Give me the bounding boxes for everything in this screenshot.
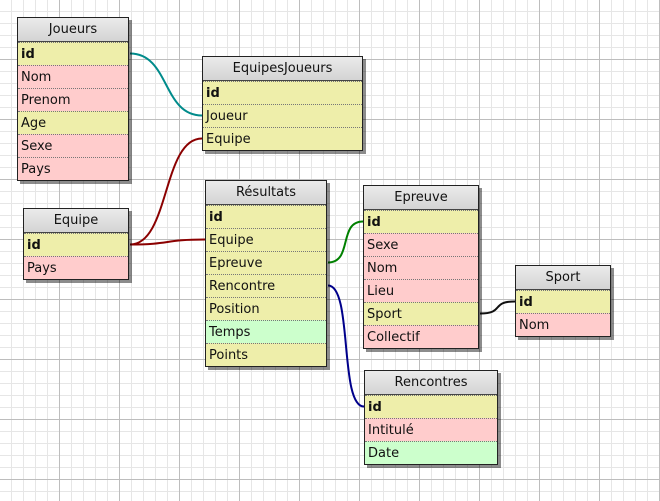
field-rencontre[interactable]: Rencontre — [206, 274, 326, 297]
field-position[interactable]: Position — [206, 297, 326, 320]
field-pays[interactable]: Pays — [18, 157, 128, 180]
table-title: Rencontres — [365, 371, 497, 395]
field-collectif[interactable]: Collectif — [364, 325, 478, 348]
field-id[interactable]: id — [364, 210, 478, 233]
field-equipe[interactable]: Equipe — [206, 228, 326, 251]
field-pays[interactable]: Pays — [24, 256, 128, 279]
field-temps[interactable]: Temps — [206, 320, 326, 343]
table-epreuve[interactable]: Epreuve id Sexe Nom Lieu Sport Collectif — [363, 185, 479, 349]
link-joueurs-id-to-equipesjoueurs-Joueur — [129, 52, 203, 117]
field-lieu[interactable]: Lieu — [364, 279, 478, 302]
field-age[interactable]: Age — [18, 111, 128, 134]
table-title: Equipe — [24, 209, 128, 233]
table-title: Sport — [516, 266, 610, 290]
link-equipe-id-to-equipesjoueurs-Equipe — [129, 137, 203, 246]
field-equipe[interactable]: Equipe — [203, 127, 362, 150]
table-joueurs[interactable]: Joueurs id Nom Prenom Age Sexe Pays — [17, 17, 129, 181]
link-equipe-id-to-resultats-Equipe — [129, 238, 206, 246]
table-title: Résultats — [206, 181, 326, 205]
link-resultats-Rencontre-to-rencontres-id — [327, 284, 365, 408]
table-title: Epreuve — [364, 186, 478, 210]
field-id[interactable]: id — [365, 395, 497, 418]
link-epreuve-Sport-to-sport-id — [479, 300, 516, 315]
field-id[interactable]: id — [516, 290, 610, 313]
field-intitule[interactable]: Intitulé — [365, 418, 497, 441]
field-sport[interactable]: Sport — [364, 302, 478, 325]
field-nom[interactable]: Nom — [364, 256, 478, 279]
table-resultats[interactable]: Résultats id Equipe Epreuve Rencontre Po… — [205, 180, 327, 367]
table-rencontres[interactable]: Rencontres id Intitulé Date — [364, 370, 498, 465]
table-sport[interactable]: Sport id Nom — [515, 265, 611, 337]
field-prenom[interactable]: Prenom — [18, 88, 128, 111]
field-id[interactable]: id — [24, 233, 128, 256]
field-id[interactable]: id — [18, 42, 128, 65]
table-title: Joueurs — [18, 18, 128, 42]
field-nom[interactable]: Nom — [516, 313, 610, 336]
field-points[interactable]: Points — [206, 343, 326, 366]
field-id[interactable]: id — [206, 205, 326, 228]
field-joueur[interactable]: Joueur — [203, 104, 362, 127]
table-equipe[interactable]: Equipe id Pays — [23, 208, 129, 280]
field-epreuve[interactable]: Epreuve — [206, 251, 326, 274]
field-date[interactable]: Date — [365, 441, 497, 464]
field-id[interactable]: id — [203, 81, 362, 104]
field-sexe[interactable]: Sexe — [364, 233, 478, 256]
link-resultats-Epreuve-to-epreuve-id — [327, 220, 364, 264]
field-nom[interactable]: Nom — [18, 65, 128, 88]
field-sexe[interactable]: Sexe — [18, 134, 128, 157]
table-equipesjoueurs[interactable]: EquipesJoueurs id Joueur Equipe — [202, 56, 363, 151]
table-title: EquipesJoueurs — [203, 57, 362, 81]
